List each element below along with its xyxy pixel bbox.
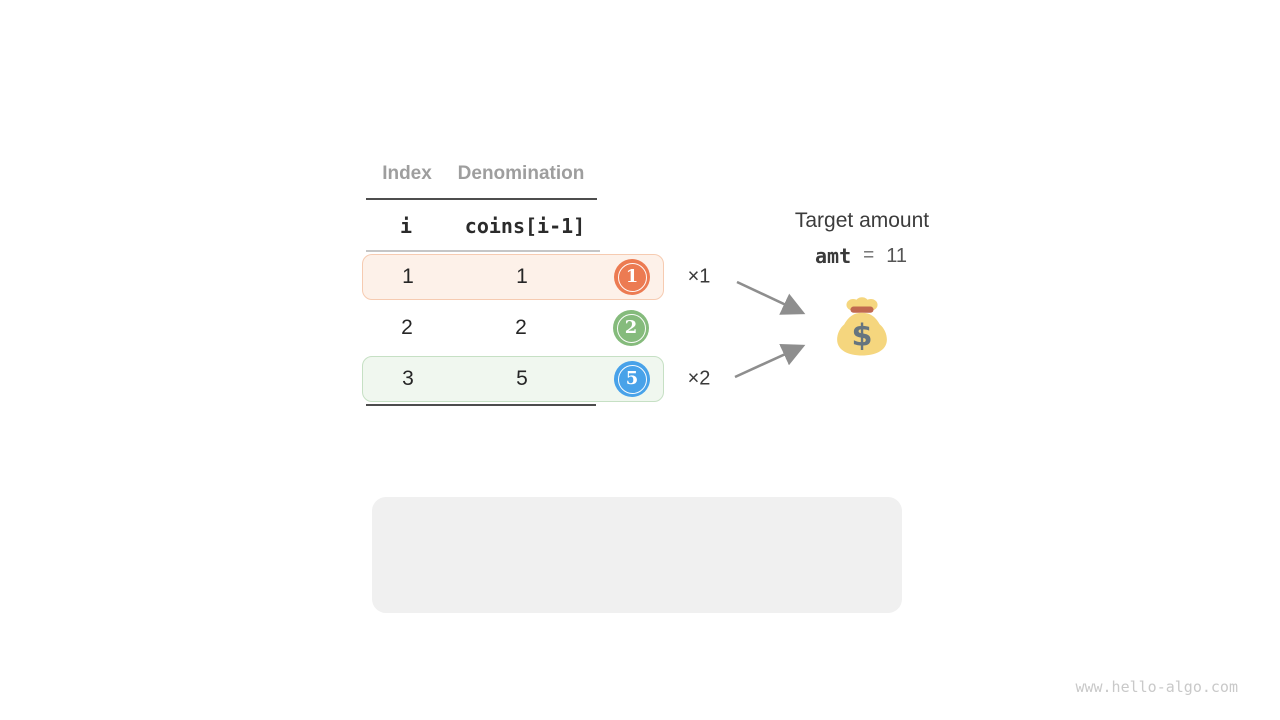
equals-sign: = <box>863 245 875 266</box>
coin-icon: 2 <box>613 310 649 346</box>
coin-2-green: 2 <box>613 310 649 346</box>
column-header-index: Index <box>382 163 432 184</box>
code-header-coins: coins[i-1] <box>464 214 586 238</box>
multiplier-row1: ×1 <box>687 265 711 288</box>
arrows-to-bag <box>734 280 806 379</box>
target-amount-label: Target amount <box>794 209 930 232</box>
cell-index: 1 <box>402 265 414 288</box>
bag-body <box>837 312 887 356</box>
table-bottom-rule <box>366 404 596 406</box>
multiplier-row3: ×2 <box>687 367 711 390</box>
coin-value: 5 <box>625 368 639 389</box>
table-row: 3 5 5 <box>362 356 664 402</box>
bag-band <box>850 306 874 313</box>
column-header-denomination: Denomination <box>457 163 585 184</box>
coin-value: 2 <box>624 317 638 338</box>
table-row: 2 2 2 <box>362 305 664 351</box>
cell-index: 2 <box>401 316 413 339</box>
table-row: 1 1 1 <box>362 254 664 300</box>
cell-denomination: 2 <box>515 316 527 339</box>
amt-value: 11 <box>886 244 907 267</box>
arrow-top-icon <box>736 280 806 315</box>
coin-5-blue: 5 <box>614 361 650 397</box>
table-mid-rule <box>366 250 600 252</box>
cell-index: 3 <box>402 367 414 390</box>
watermark: www.hello-algo.com <box>1075 678 1238 696</box>
dollar-sign: $ <box>851 319 872 354</box>
target-amount-expression: amt = 11 <box>815 244 907 268</box>
arrow-bottom-icon <box>734 343 806 379</box>
table-top-rule <box>366 198 597 200</box>
coin-icon: 1 <box>614 259 650 295</box>
cell-denomination: 1 <box>516 265 528 288</box>
cell-denomination: 5 <box>516 367 528 390</box>
summary-box: Minimum number of coins: 3 Optimal coin … <box>372 497 902 613</box>
amt-variable: amt <box>815 244 852 268</box>
coin-1-orange: 1 <box>614 259 650 295</box>
money-bag-icon: $ <box>837 297 887 356</box>
coin-value: 1 <box>625 266 639 287</box>
code-header-i: i <box>399 214 413 238</box>
coin-icon: 5 <box>614 361 650 397</box>
